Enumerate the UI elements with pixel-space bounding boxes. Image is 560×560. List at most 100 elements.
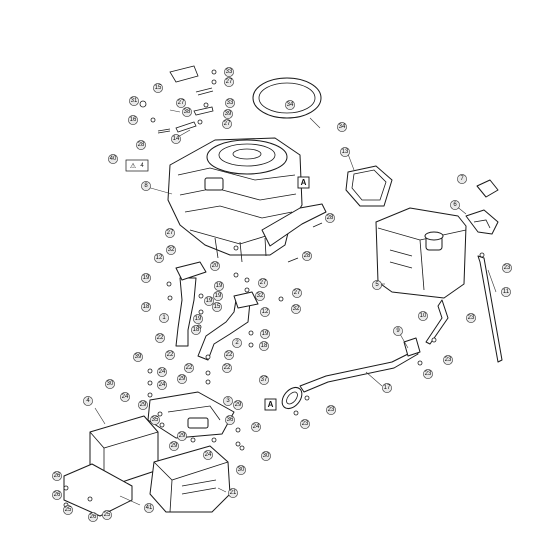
- svg-text:21: 21: [230, 490, 237, 496]
- svg-text:22: 22: [157, 335, 164, 341]
- callout-19a[interactable]: 19: [141, 273, 151, 283]
- callout-33b[interactable]: 33: [225, 98, 235, 108]
- svg-text:24: 24: [122, 394, 129, 400]
- callout-24b[interactable]: 24: [157, 380, 167, 390]
- callout-19e[interactable]: 19: [193, 314, 203, 324]
- callout-26a[interactable]: 26: [52, 471, 62, 481]
- callout-35[interactable]: 35: [150, 415, 160, 425]
- callout-3[interactable]: 3: [223, 396, 233, 406]
- callout-5[interactable]: 5: [372, 280, 382, 290]
- svg-text:26: 26: [90, 514, 97, 520]
- callout-29d[interactable]: 29: [177, 431, 187, 441]
- callout-4[interactable]: 4: [83, 396, 93, 406]
- callout-20[interactable]: 20: [210, 261, 220, 271]
- callout-23d[interactable]: 23: [423, 369, 433, 379]
- callout-32c[interactable]: 32: [291, 304, 301, 314]
- callout-24c[interactable]: 24: [120, 392, 130, 402]
- callout-12b[interactable]: 12: [260, 307, 270, 317]
- callout-26b[interactable]: 26: [52, 490, 62, 500]
- callout-22e[interactable]: 22: [222, 363, 232, 373]
- callout-39a[interactable]: 39: [223, 109, 233, 119]
- callout-10[interactable]: 10: [418, 311, 428, 321]
- callout-40[interactable]: 40: [108, 154, 118, 164]
- callout-28a[interactable]: 28: [136, 140, 146, 150]
- callout-27a[interactable]: 27: [224, 77, 234, 87]
- callout-39b[interactable]: 39: [133, 352, 143, 362]
- callout-33a[interactable]: 33: [224, 67, 234, 77]
- callout-23a[interactable]: 23: [502, 263, 512, 273]
- callout-29c[interactable]: 29: [233, 400, 243, 410]
- callout-29a[interactable]: 29: [177, 374, 187, 384]
- callout-23e[interactable]: 23: [326, 405, 336, 415]
- callout-19d[interactable]: 19: [204, 296, 214, 306]
- callout-22a[interactable]: 22: [155, 333, 165, 343]
- callout-23f[interactable]: 23: [300, 419, 310, 429]
- callout-14[interactable]: 14: [171, 134, 181, 144]
- callout-38[interactable]: 38: [182, 107, 192, 117]
- callout-29b[interactable]: 29: [138, 400, 148, 410]
- svg-text:28: 28: [138, 142, 145, 148]
- view-marker-a-bottom[interactable]: A: [264, 398, 277, 411]
- callout-18a[interactable]: 18: [141, 302, 151, 312]
- callout-2[interactable]: 2: [232, 338, 242, 348]
- callout-11[interactable]: 11: [501, 287, 511, 297]
- svg-text:27: 27: [178, 100, 185, 106]
- callout-24a[interactable]: 24: [157, 367, 167, 377]
- callout-37[interactable]: 37: [259, 375, 269, 385]
- callout-19f[interactable]: 19: [260, 329, 270, 339]
- callout-27b[interactable]: 27: [176, 98, 186, 108]
- callout-16[interactable]: 16: [128, 115, 138, 125]
- callout-21[interactable]: 21: [228, 488, 238, 498]
- svg-text:12: 12: [156, 255, 163, 261]
- callout-22c[interactable]: 22: [224, 350, 234, 360]
- callout-17[interactable]: 17: [382, 383, 392, 393]
- view-marker-a-top[interactable]: A: [297, 176, 310, 189]
- callout-26c[interactable]: 26: [88, 512, 98, 522]
- callout-30c[interactable]: 30: [236, 465, 246, 475]
- callout-22d[interactable]: 22: [184, 363, 194, 373]
- callout-12a[interactable]: 12: [154, 253, 164, 263]
- callout-27d[interactable]: 27: [165, 228, 175, 238]
- callout-23c[interactable]: 23: [443, 355, 453, 365]
- callout-25b[interactable]: 25: [102, 510, 112, 520]
- callout-23b[interactable]: 23: [466, 313, 476, 323]
- svg-text:29: 29: [171, 443, 178, 449]
- callout-25a[interactable]: 25: [63, 505, 73, 515]
- callout-29e[interactable]: 29: [169, 441, 179, 451]
- callout-27c[interactable]: 27: [222, 119, 232, 129]
- callout-24e[interactable]: 24: [203, 450, 213, 460]
- callout-32b[interactable]: 32: [255, 291, 265, 301]
- svg-text:13: 13: [342, 149, 349, 155]
- callout-22b[interactable]: 22: [165, 350, 175, 360]
- callout-18c[interactable]: 18: [259, 341, 269, 351]
- callout-30a[interactable]: 30: [105, 379, 115, 389]
- callout-28c[interactable]: 28: [302, 251, 312, 261]
- callout-41[interactable]: 41: [144, 503, 154, 513]
- callout-13[interactable]: 13: [340, 147, 350, 157]
- callout-6[interactable]: 6: [450, 200, 460, 210]
- callout-34a[interactable]: 34: [285, 100, 295, 110]
- callout-36[interactable]: 36: [225, 415, 235, 425]
- callout-18b[interactable]: 18: [191, 325, 201, 335]
- svg-text:33: 33: [226, 69, 233, 75]
- callout-15[interactable]: 15: [153, 83, 163, 93]
- callout-19c[interactable]: 19: [213, 291, 223, 301]
- callout-15b[interactable]: 15: [212, 302, 222, 312]
- callout-1[interactable]: 1: [159, 313, 169, 323]
- callout-34b[interactable]: 34: [337, 122, 347, 132]
- svg-text:A: A: [268, 400, 274, 409]
- callout-9[interactable]: 9: [393, 326, 403, 336]
- callout-27f[interactable]: 27: [292, 288, 302, 298]
- callout-27e[interactable]: 27: [258, 278, 268, 288]
- callout-7[interactable]: 7: [457, 174, 467, 184]
- svg-text:23: 23: [445, 357, 452, 363]
- callout-32a[interactable]: 32: [166, 245, 176, 255]
- callout-30b[interactable]: 30: [261, 451, 271, 461]
- callout-24d[interactable]: 24: [251, 422, 261, 432]
- callout-31[interactable]: 31: [129, 96, 139, 106]
- callout-28b[interactable]: 28: [325, 213, 335, 223]
- callout-8[interactable]: 8: [141, 181, 151, 191]
- callout-19b[interactable]: 19: [214, 281, 224, 291]
- svg-text:19: 19: [262, 331, 269, 337]
